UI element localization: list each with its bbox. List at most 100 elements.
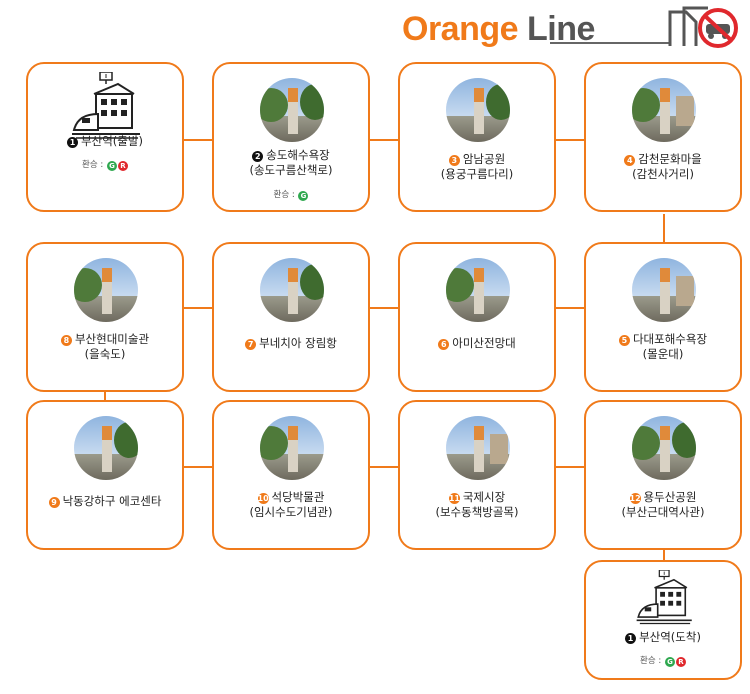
transfer-badge-g: G	[664, 657, 675, 667]
station-name-text: 부네치아 장림항	[259, 336, 337, 350]
station-subname: (몰운대)	[642, 347, 684, 361]
station-name-text: 송도해수욕장	[266, 148, 330, 162]
transfer-label: 환승 :	[273, 190, 295, 200]
connector-7-8	[184, 307, 212, 309]
connector-1-2	[184, 139, 212, 141]
station-photo	[260, 416, 324, 480]
transfer-badge-g: G	[106, 161, 117, 171]
station-photo	[446, 258, 510, 322]
transfer-badge-r: R	[117, 161, 128, 171]
station-photo	[632, 258, 696, 322]
transfer-label: 환승 :	[82, 160, 104, 170]
station-subname: (임시수도기념관)	[249, 505, 333, 519]
connector-10-11	[370, 466, 398, 468]
title-word-orange: Orange	[402, 10, 519, 48]
transfer-badge-r: R	[675, 657, 686, 667]
station-name-text: 국제시장	[462, 490, 506, 504]
station-name-text: 부산현대미술관	[74, 332, 150, 346]
station-name-text: 낙동강하구 에코센타	[62, 494, 162, 508]
train-station-icon	[636, 570, 692, 625]
station-photo	[260, 78, 324, 142]
station-subname: (부산근대역사관)	[621, 505, 705, 519]
station-name-text: 감천문화마을	[638, 152, 702, 166]
station-name-text: 암남공원	[462, 152, 506, 166]
station-number: 11	[448, 493, 460, 504]
station-number: 3	[448, 155, 460, 166]
station-photo	[74, 416, 138, 480]
station-number: 1	[67, 137, 79, 148]
station-name-text: 다대포해수욕장	[632, 332, 708, 346]
station-photo	[260, 258, 324, 322]
station-photo	[632, 78, 696, 142]
station-number: 4	[624, 155, 636, 166]
station-name-text: 석당박물관	[271, 490, 325, 504]
train-station-icon	[72, 72, 140, 139]
station-name-text: 부산역(출발)	[81, 134, 143, 148]
station-photo	[446, 78, 510, 142]
connector-2-3	[370, 139, 398, 141]
station-number: 10	[257, 493, 269, 504]
station-photo	[446, 416, 510, 480]
station-name-text: 아미산전망대	[452, 336, 516, 350]
station-number: 12	[629, 493, 641, 504]
page-title: Orange Line	[402, 10, 595, 49]
station-number: 6	[438, 339, 450, 350]
title-underline	[550, 42, 670, 44]
station-subname: (을숙도)	[84, 347, 126, 361]
connector-4-5	[663, 214, 665, 242]
title-word-line: Line	[527, 10, 595, 48]
station-subname: (보수동책방골목)	[435, 505, 519, 519]
station-number: 2	[252, 151, 264, 162]
header: Orange Line	[400, 6, 745, 50]
station-photo	[74, 258, 138, 322]
transfer-label: 환승 :	[640, 656, 662, 666]
transfer-info: 환승 : G	[214, 188, 368, 201]
no-car-icon	[668, 6, 738, 48]
transfer-badge-g: G	[298, 191, 309, 201]
station-number: 1	[625, 633, 637, 644]
connector-6-7	[370, 307, 398, 309]
station-subname: (용궁구름다리)	[440, 167, 514, 181]
station-subname: (송도구름산책로)	[249, 163, 333, 177]
station-name-text: 부산역(도착)	[639, 630, 701, 644]
connector-5-6	[556, 307, 584, 309]
station-photo	[632, 416, 696, 480]
station-number: 8	[60, 335, 72, 346]
connector-11-12	[556, 466, 584, 468]
station-name-text: 용두산공원	[643, 490, 697, 504]
station-number: 7	[245, 339, 257, 350]
station-number: 5	[618, 335, 630, 346]
station-subname: (감천사거리)	[632, 167, 694, 181]
station-number: 9	[48, 497, 60, 508]
connector-3-4	[556, 139, 584, 141]
connector-9-10	[184, 466, 212, 468]
